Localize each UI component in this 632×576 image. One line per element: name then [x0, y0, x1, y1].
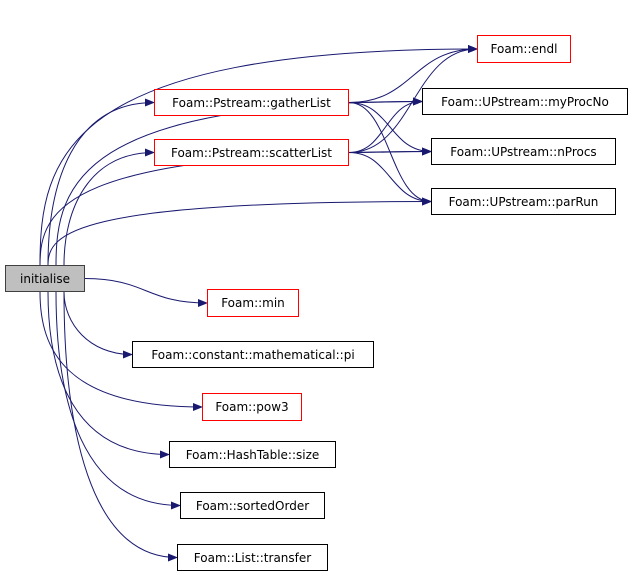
node-foam-pow3[interactable]: Foam::pow3 — [202, 393, 302, 421]
node-mathematical-pi[interactable]: Foam::constant::mathematical::pi — [132, 341, 374, 368]
edge-scatterList-to-parRun — [348, 152, 432, 206]
edge-initialise-to-pi — [63, 291, 133, 359]
edge-initialise-to-nProcs — [39, 147, 432, 266]
edge-initialise-to-transfer — [63, 291, 178, 562]
edge-initialise-to-parRun — [47, 197, 432, 266]
node-list-transfer[interactable]: Foam::List::transfer — [177, 544, 328, 571]
node-upstream-parrun[interactable]: Foam::UPstream::parRun — [431, 188, 616, 215]
edge-gatherList-to-endl — [348, 45, 478, 103]
edge-scatterList-to-nProcs — [348, 147, 432, 156]
edge-initialise-to-sortedOrder — [55, 291, 181, 510]
edge-initialise-to-min — [84, 278, 208, 307]
edge-initialise-to-gatherList — [47, 98, 155, 266]
edge-initialise-to-size — [47, 291, 170, 459]
node-pstream-gatherlist[interactable]: Foam::Pstream::gatherList — [154, 89, 349, 116]
node-initialise: initialise — [5, 265, 85, 292]
edge-gatherList-to-nProcs — [348, 102, 432, 156]
edge-initialise-to-pow3 — [39, 291, 203, 411]
edge-initialise-to-myProcNo — [55, 97, 423, 266]
node-upstream-nprocs[interactable]: Foam::UPstream::nProcs — [431, 138, 616, 165]
edge-scatterList-to-myProcNo — [348, 97, 423, 153]
node-foam-min[interactable]: Foam::min — [207, 289, 299, 317]
node-pstream-scatterlist[interactable]: Foam::Pstream::scatterList — [154, 139, 349, 166]
node-upstream-myprocno[interactable]: Foam::UPstream::myProcNo — [422, 88, 628, 115]
node-hashtable-size[interactable]: Foam::HashTable::size — [169, 441, 336, 468]
edge-initialise-to-scatterList — [63, 148, 155, 266]
node-foam-sortedorder[interactable]: Foam::sortedOrder — [180, 492, 325, 519]
edge-initialise-to-endl — [39, 45, 478, 266]
node-foam-endl[interactable]: Foam::endl — [477, 35, 571, 63]
